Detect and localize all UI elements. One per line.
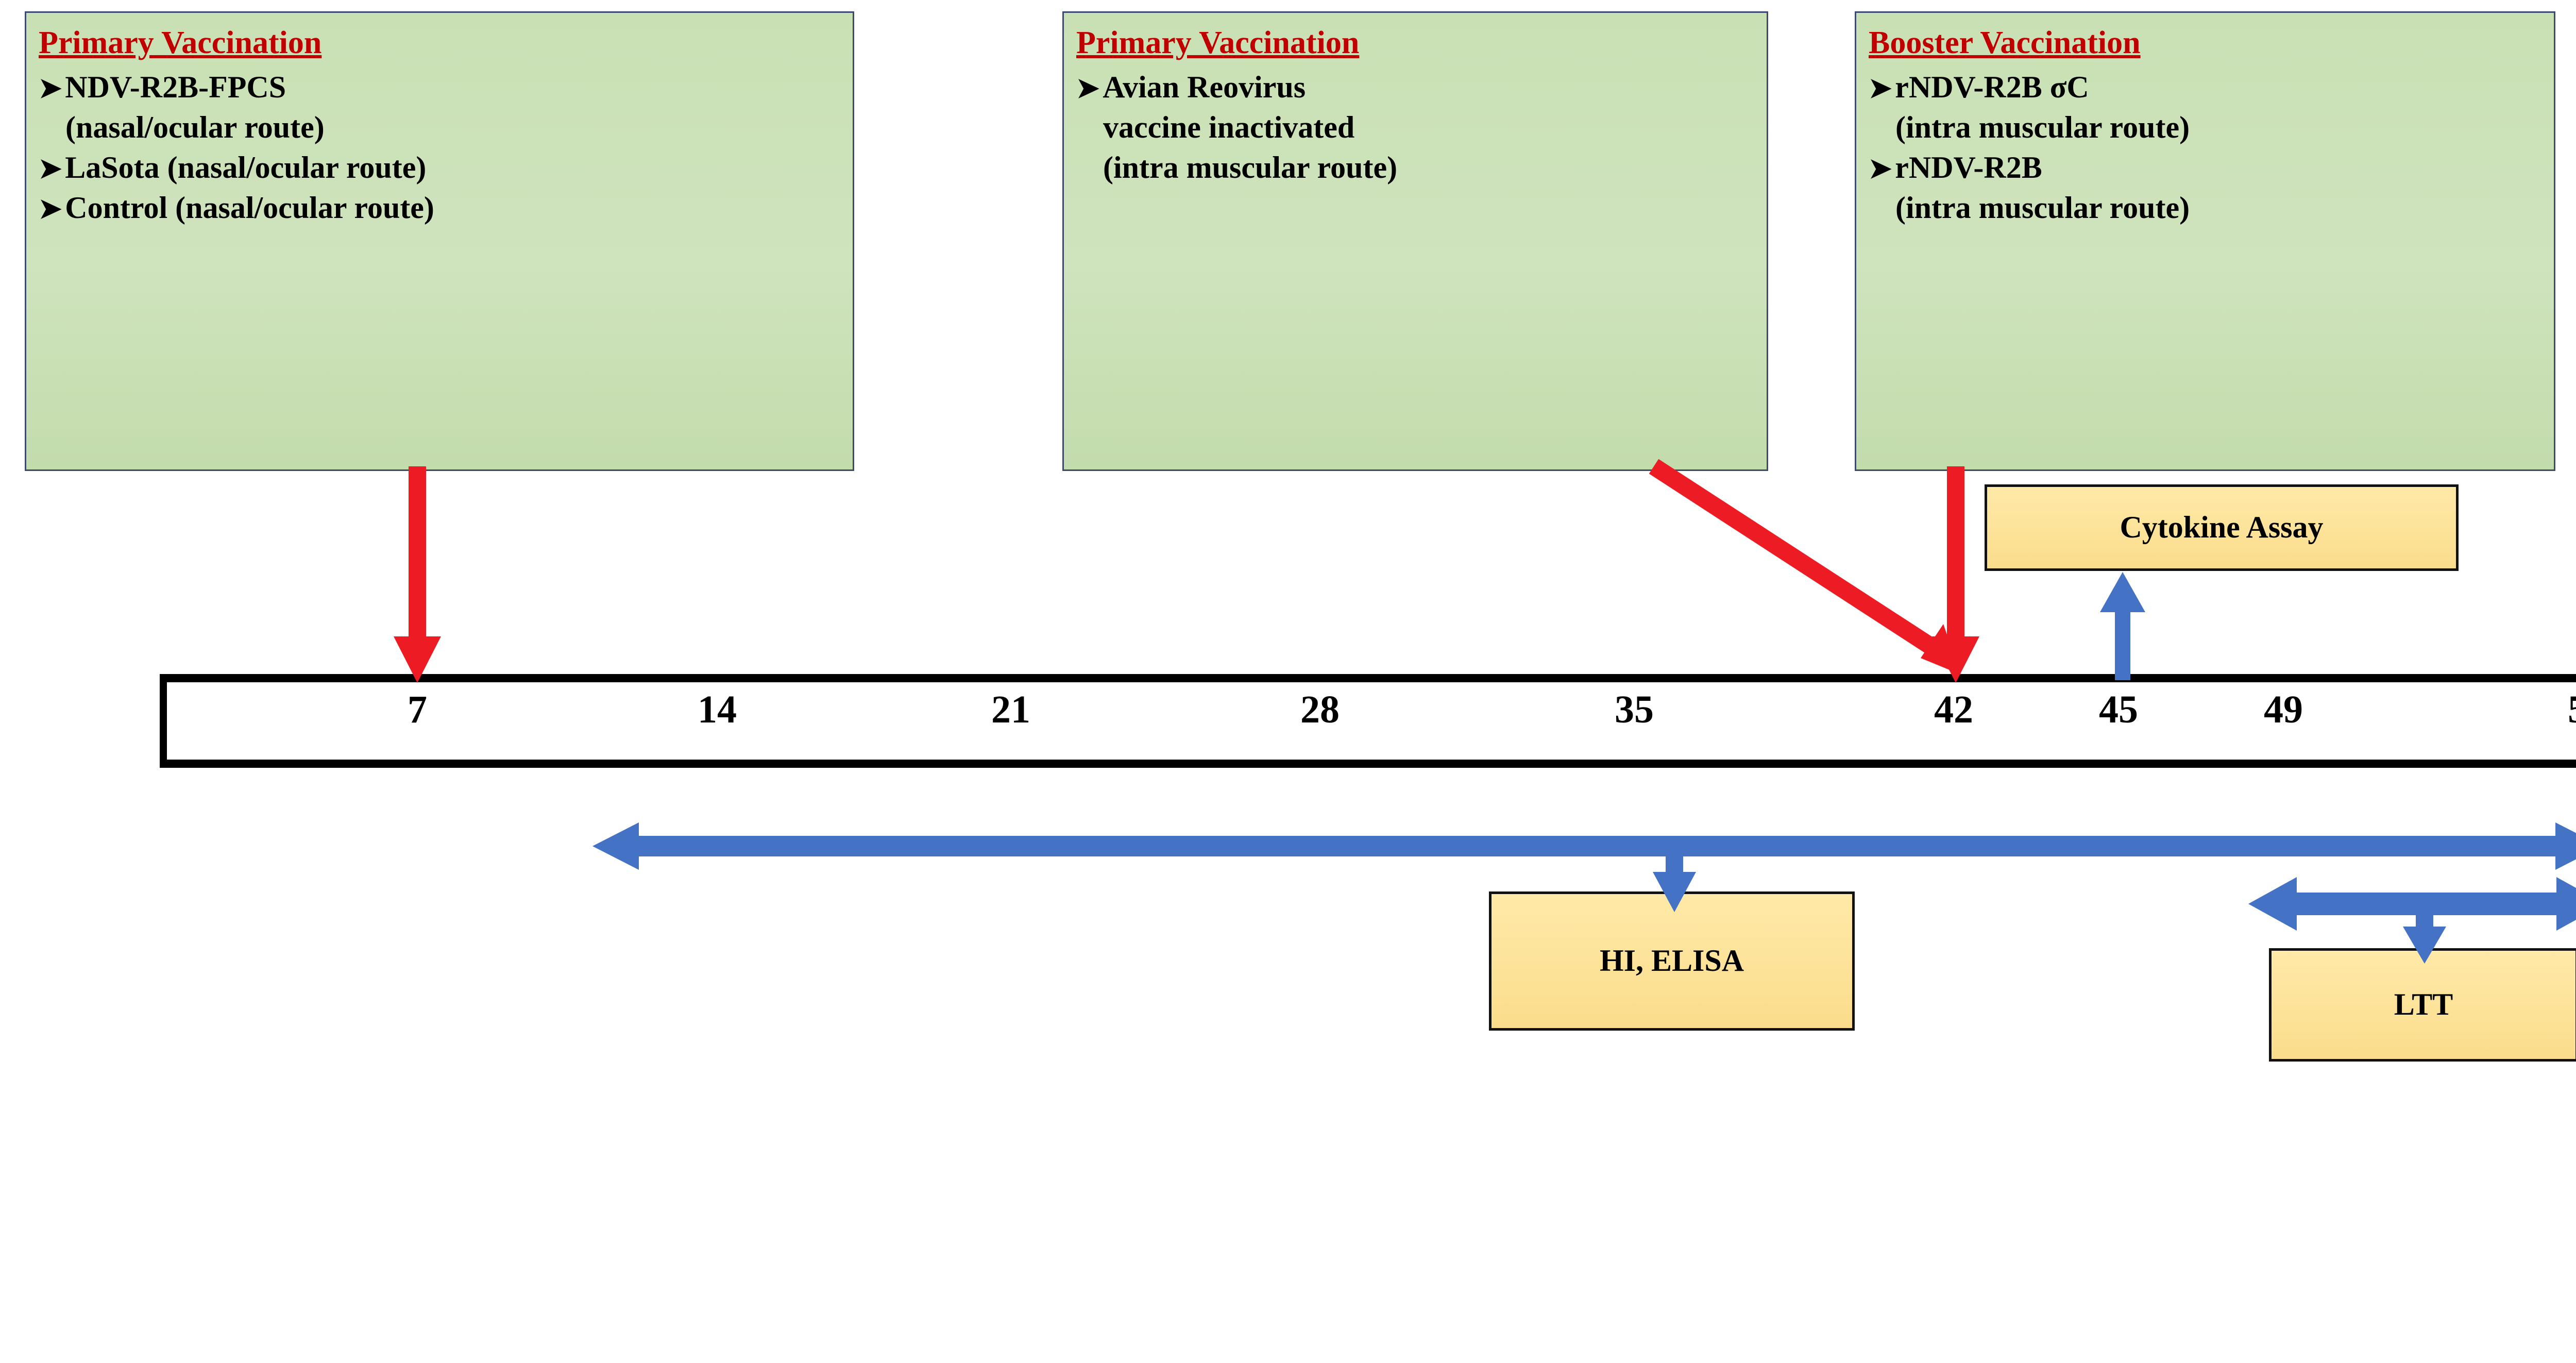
primary-vaccination-1-line-4: ➤Control (nasal/ocular route) [39, 190, 434, 225]
tick-label-49: 49 [2264, 688, 2303, 731]
tick-label-45: 45 [2099, 688, 2138, 731]
tick-label-35: 35 [1615, 688, 1654, 731]
cytokine-assay-label: Cytokine Assay [2120, 510, 2324, 545]
red-arrow-day-42-icon [1932, 466, 1979, 683]
hi-elisa-box: HI, ELISA [1489, 891, 1855, 1031]
hi-elisa-label: HI, ELISA [1599, 944, 1744, 978]
bullet-arrow-icon: ➤ [39, 72, 62, 104]
primary-vaccination-1-line-3: ➤LaSota (nasal/ocular route) [39, 150, 427, 184]
timeline-axis-bar [160, 674, 2576, 768]
ltt-box: LTT [2269, 948, 2576, 1062]
tick-label-42: 42 [1934, 688, 1973, 731]
blue-arrow-hi-elisa-stem-icon [1653, 840, 1696, 912]
ltt-label: LTT [2394, 987, 2453, 1022]
red-arrow-day-7-icon [394, 466, 441, 683]
bullet-arrow-icon: ➤ [1869, 153, 1892, 184]
tick-label-7: 7 [408, 688, 427, 731]
blue-arrow-cytokine-assay-icon [2100, 572, 2145, 680]
blue-arrow-ltt-stem-icon [2403, 898, 2446, 964]
primary-vaccination-1-line-1: ➤NDV-R2B-FPCS [39, 70, 286, 104]
booster-vaccination-line-1: ➤rNDV-R2B σC [1869, 70, 2089, 104]
tick-label-28: 28 [1300, 688, 1340, 731]
primary-vaccination-box-1: Primary Vaccination ➤NDV-R2B-FPCS (nasal… [25, 11, 854, 471]
primary-vaccination-2-line-1: ➤Avian Reovirus [1076, 70, 1306, 104]
bullet-arrow-icon: ➤ [1869, 72, 1892, 104]
booster-vaccination-line-4: (intra muscular route) [1895, 190, 2190, 225]
primary-vaccination-2-line-3: (intra muscular route) [1103, 150, 1398, 184]
bullet-arrow-icon: ➤ [39, 193, 62, 224]
primary-vaccination-1-title: Primary Vaccination [39, 25, 322, 60]
booster-vaccination-line-2: (intra muscular route) [1895, 110, 2190, 144]
tick-label-56: 56 [2568, 687, 2576, 732]
tick-label-14: 14 [698, 688, 737, 731]
bullet-arrow-icon: ➤ [39, 153, 62, 184]
primary-vaccination-2-title: Primary Vaccination [1076, 25, 1360, 60]
tick-label-21: 21 [991, 688, 1030, 731]
booster-vaccination-title: Booster Vaccination [1869, 25, 2141, 60]
cytokine-assay-box: Cytokine Assay [1985, 484, 2459, 571]
booster-vaccination-box: Booster Vaccination ➤rNDV-R2B σC (intra … [1855, 11, 2555, 471]
booster-vaccination-line-3: ➤rNDV-R2B [1869, 150, 2042, 184]
primary-vaccination-1-line-2: (nasal/ocular route) [65, 110, 325, 144]
bullet-arrow-icon: ➤ [1076, 72, 1100, 104]
primary-vaccination-box-2: Primary Vaccination ➤Avian Reovirus vacc… [1062, 11, 1768, 471]
blue-double-arrow-hi-elisa-icon [592, 822, 2576, 870]
primary-vaccination-2-line-2: vaccine inactivated [1103, 110, 1355, 144]
